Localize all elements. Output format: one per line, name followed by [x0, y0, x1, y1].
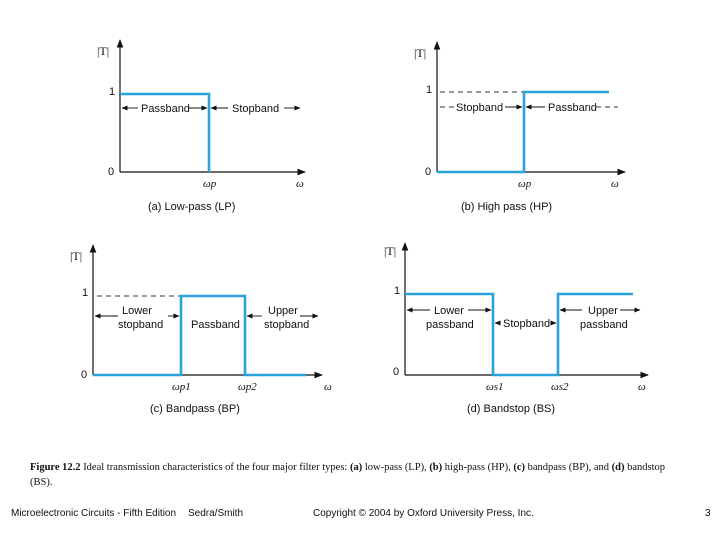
tick-wp2: ωp2 [238, 381, 257, 393]
panel-lowpass: |T| 1 0 Passband Stopband ωp ω (a) Low-p… [97, 39, 306, 213]
tick-zero: 0 [393, 366, 399, 378]
caption-a-tag: (a) [349, 462, 363, 473]
tick-wp1: ωp1 [172, 381, 191, 393]
panel-highpass: |T| 1 0 Stopband Passband ωp ω (b) High … [414, 41, 626, 213]
tick-zero: 0 [81, 369, 87, 381]
caption-b-text: high-pass (HP), [442, 462, 514, 473]
y-axis-label: |T| [414, 46, 426, 60]
filter-figure: |T| 1 0 Passband Stopband ωp ω (a) Low-p… [70, 39, 649, 415]
response-curve [120, 92, 211, 172]
caption-label: Figure 12.2 [30, 462, 81, 473]
panel-caption: (c) Bandpass (BP) [150, 403, 240, 415]
panel-bandstop: |T| 1 0 Lower passband Stopband Upper pa… [384, 242, 649, 415]
tick-wp: ωp [203, 178, 217, 190]
footer-authors: Sedra/Smith [188, 508, 244, 519]
panel-bandpass: |T| 1 0 Lower stopband Passband Upper st… [70, 244, 332, 415]
band-label: Upper [268, 305, 298, 317]
band-label: Stopband [503, 318, 550, 330]
footer-book: Microelectronic Circuits - Fifth Edition [11, 508, 177, 519]
tick-zero: 0 [108, 166, 114, 178]
caption-b-tag: (b) [429, 462, 443, 473]
band-label: Lower [122, 305, 152, 317]
caption-a-text: low-pass (LP), [362, 462, 430, 473]
band-label: Passband [548, 102, 597, 114]
band-label: passband [426, 319, 474, 331]
y-axis-label: |T| [97, 44, 109, 58]
y-axis-label: |T| [70, 249, 82, 263]
band-label: Passband [141, 103, 190, 115]
panel-caption: (b) High pass (HP) [461, 201, 552, 213]
y-axis-label: |T| [384, 244, 396, 258]
band-label: Lower [434, 305, 464, 317]
band-label: Upper [588, 305, 618, 317]
band-label: passband [580, 319, 628, 331]
tick-w: ω [638, 381, 646, 393]
tick-ws2: ωs2 [551, 381, 569, 393]
tick-w: ω [296, 178, 304, 190]
slide-footer: Microelectronic Circuits - Fifth Edition… [0, 508, 720, 522]
footer-page-number: 3 [705, 508, 711, 519]
tick-one: 1 [426, 84, 432, 96]
caption-d-tag: (d) [611, 462, 625, 473]
caption-text: Ideal transmission characteristics of th… [80, 462, 350, 473]
tick-wp: ωp [518, 178, 532, 190]
tick-one: 1 [82, 287, 88, 299]
figure-caption: Figure 12.2 Ideal transmission character… [30, 460, 670, 490]
response-curve [405, 292, 633, 377]
band-label: stopband [118, 319, 163, 331]
tick-w: ω [324, 381, 332, 393]
band-label: Stopband [232, 103, 279, 115]
band-label: Passband [191, 319, 240, 331]
tick-one: 1 [109, 86, 115, 98]
caption-c-text: bandpass (BP), and [524, 462, 612, 473]
response-curve [93, 294, 306, 377]
tick-w: ω [611, 178, 619, 190]
tick-ws1: ωs1 [486, 381, 504, 393]
tick-one: 1 [394, 285, 400, 297]
panel-caption: (a) Low-pass (LP) [148, 201, 235, 213]
caption-c-tag: (c) [513, 462, 525, 473]
response-curve [437, 90, 609, 174]
footer-copyright: Copyright © 2004 by Oxford University Pr… [313, 508, 534, 519]
band-label: Stopband [456, 102, 503, 114]
tick-zero: 0 [425, 166, 431, 178]
panel-caption: (d) Bandstop (BS) [467, 403, 555, 415]
caption-d-text: bandstop (BS). [30, 462, 665, 488]
band-label: stopband [264, 319, 309, 331]
